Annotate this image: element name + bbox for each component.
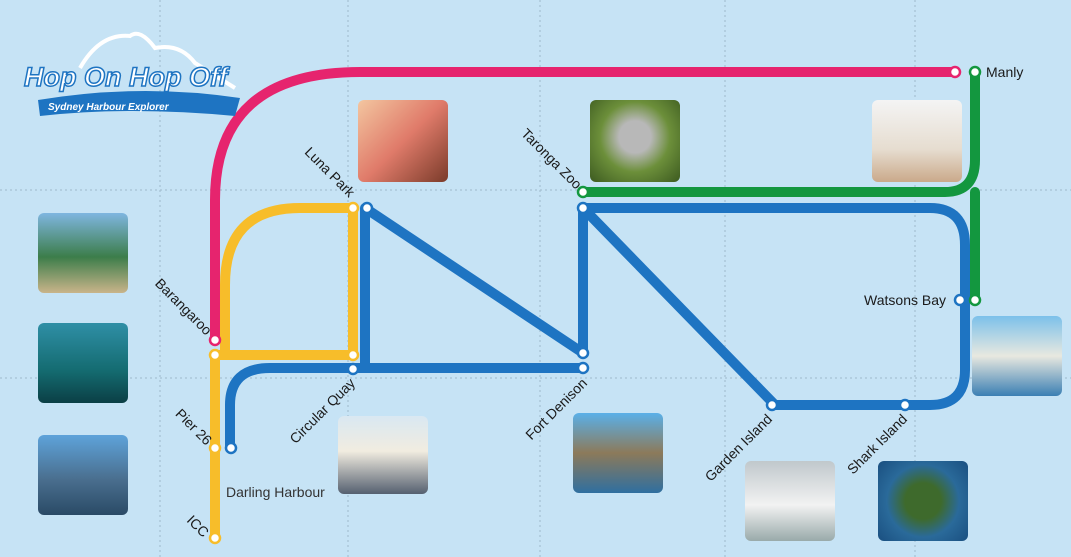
photo-darling-harbour-buildings xyxy=(38,435,128,515)
station-dot-cq-yellow[interactable] xyxy=(346,348,360,362)
station-dot-watsons-blue[interactable] xyxy=(953,293,967,307)
photo-opera-house-couple xyxy=(338,416,428,494)
label-darling-harbour: Darling Harbour xyxy=(226,484,325,500)
photo-shark-island xyxy=(878,461,968,541)
photo-fort-denison xyxy=(573,413,663,493)
station-dot-watsons-green[interactable] xyxy=(968,293,982,307)
photo-harbour-walk xyxy=(38,213,128,293)
photo-luna-park-face xyxy=(358,100,448,182)
green-route xyxy=(578,67,980,305)
station-dot-luna-blue[interactable] xyxy=(360,201,374,215)
logo-subtitle: Sydney Harbour Explorer xyxy=(48,102,170,113)
yellow-route xyxy=(210,203,358,543)
label-barangaroo: Barangaroo xyxy=(152,275,215,338)
station-dot-manly-pink[interactable] xyxy=(948,65,962,79)
station-dot-luna-yellow[interactable] xyxy=(346,201,360,215)
logo: Hop On Hop Off Sydney Harbour Explorer xyxy=(20,28,250,118)
label-pier-26: Pier 26 xyxy=(173,405,216,448)
label-watsons-bay: Watsons Bay xyxy=(864,292,946,308)
label-icc: ICC xyxy=(184,512,212,540)
station-dot-barangaroo-yellow[interactable] xyxy=(208,348,222,362)
station-dot-cq-blue[interactable] xyxy=(346,362,360,376)
station-dot-manly[interactable] xyxy=(968,65,982,79)
logo-title: Hop On Hop Off xyxy=(24,62,230,92)
blue-route-west xyxy=(225,363,588,453)
station-dot-garden[interactable] xyxy=(765,398,779,412)
photo-beach-walkers xyxy=(872,100,962,182)
station-dot-fort-1[interactable] xyxy=(576,346,590,360)
pink-route xyxy=(210,67,960,345)
station-dot-fort-2[interactable] xyxy=(576,361,590,375)
photo-aquarium xyxy=(38,323,128,403)
station-dot-taronga-blue[interactable] xyxy=(576,201,590,215)
station-dot-icc[interactable] xyxy=(208,531,222,545)
station-dot-darling[interactable] xyxy=(224,441,238,455)
photo-watsons-bay-restaurant xyxy=(972,316,1062,396)
photo-navy-officers xyxy=(745,461,835,541)
photo-koala xyxy=(590,100,680,182)
label-taronga-zoo: Taronga Zoo xyxy=(518,125,585,192)
station-dot-barangaroo[interactable] xyxy=(208,333,222,347)
label-luna-park: Luna Park xyxy=(302,144,359,201)
station-dot-pier26[interactable] xyxy=(208,441,222,455)
blue-route-luna xyxy=(360,203,970,410)
station-dot-shark[interactable] xyxy=(898,398,912,412)
label-manly: Manly xyxy=(986,64,1023,80)
station-dot-taronga-green[interactable] xyxy=(576,185,590,199)
